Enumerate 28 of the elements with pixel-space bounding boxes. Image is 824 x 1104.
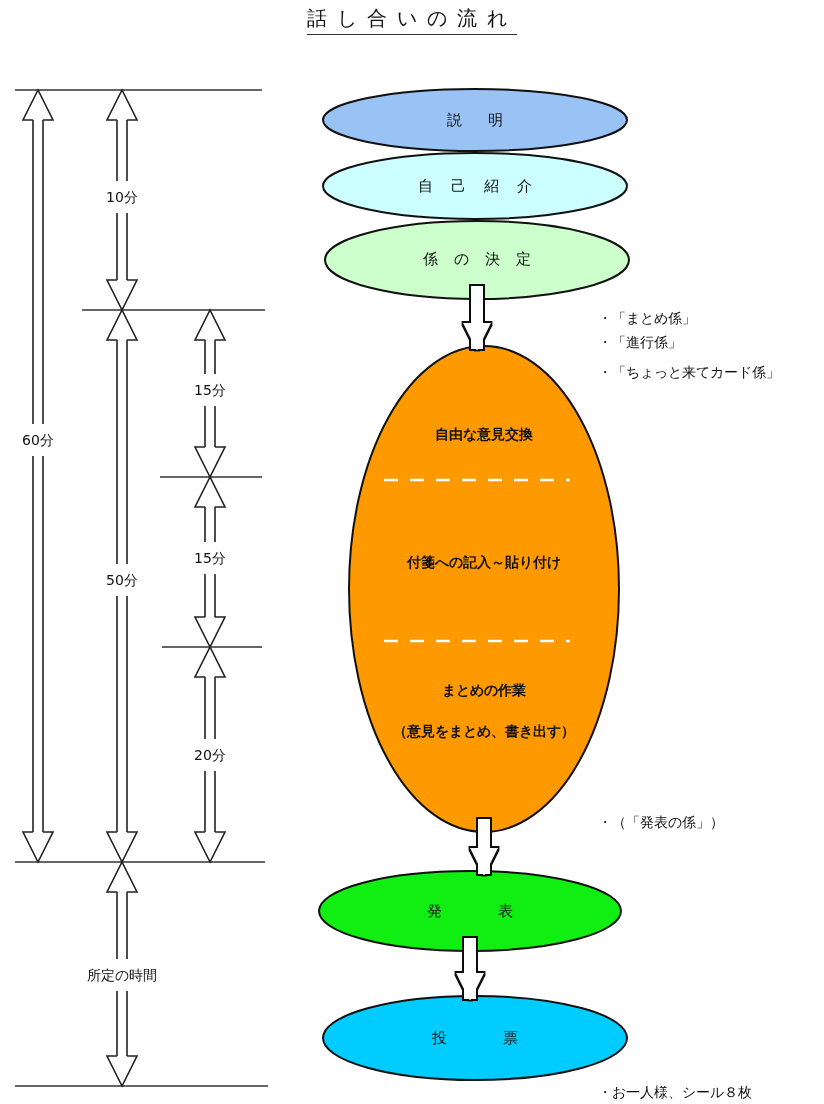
duration-label: 所定の時間 <box>87 967 157 983</box>
diagram-title: 話し合いの流れ <box>307 6 517 35</box>
duration-label: 15分 <box>194 550 226 566</box>
duration-label: 20分 <box>194 747 226 763</box>
node-label: 発表 <box>427 902 569 920</box>
ellipse-node <box>324 220 630 300</box>
node-label: （意見をまとめ、書き出す） <box>393 723 575 739</box>
ellipse-node <box>322 88 628 152</box>
node-label: 説明 <box>447 111 529 129</box>
duration-label: 15分 <box>194 382 226 398</box>
duration-label: 10分 <box>106 189 138 205</box>
role-note: ・「まとめ係」 <box>598 310 696 326</box>
note-text: ・お一人様、シール８枚 <box>598 1084 752 1100</box>
node-label: 自由な意見交換 <box>435 426 533 442</box>
ellipse-node <box>322 995 628 1081</box>
role-note: ・「進行係」 <box>598 334 682 350</box>
role-note: ・（「発表の係」） <box>598 814 724 830</box>
duration-label: 50分 <box>106 572 138 588</box>
duration-label: 60分 <box>22 432 54 448</box>
node-label: まとめの作業 <box>442 682 526 698</box>
ellipse-node <box>348 345 620 833</box>
node-label: 係の決定 <box>423 250 547 268</box>
node-label: 投票 <box>432 1029 574 1047</box>
ellipse-node <box>318 870 622 952</box>
node-label: 自己紹介 <box>418 177 550 195</box>
ellipse-node <box>322 152 628 220</box>
node-label: 付箋への記入～貼り付け <box>407 554 561 570</box>
role-note: ・「ちょっと来てカード係」 <box>598 364 780 380</box>
